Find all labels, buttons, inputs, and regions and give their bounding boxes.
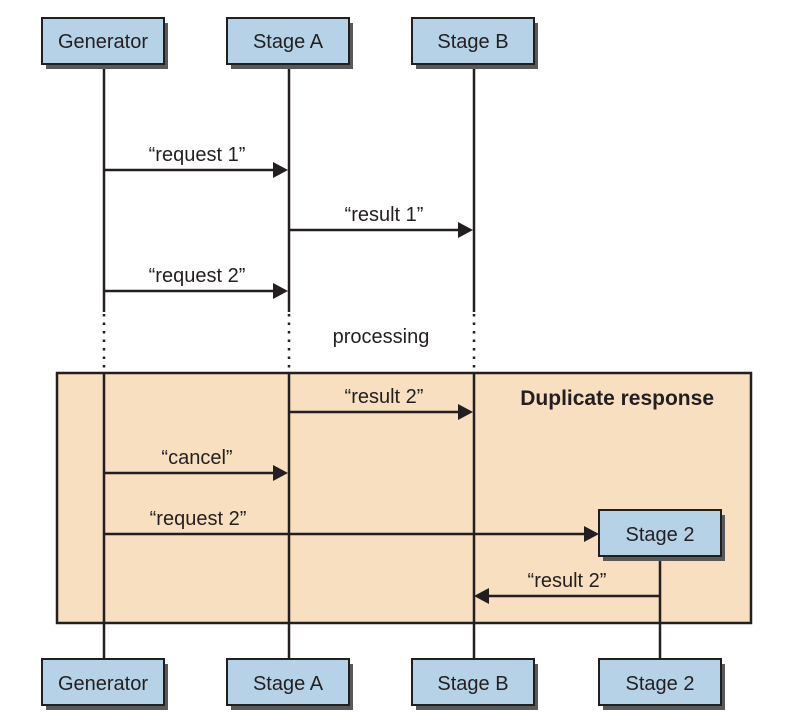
- participant-label: Stage B: [437, 31, 508, 53]
- message-label: “request 1”: [149, 144, 246, 166]
- arrowhead: [273, 162, 288, 178]
- participant-generator-bottom: Generator: [41, 658, 168, 710]
- message-label: “result 2”: [345, 386, 424, 408]
- message-label: “request 2”: [150, 508, 247, 530]
- arrowhead: [273, 283, 288, 299]
- message-result-2: “result 2”: [289, 386, 473, 420]
- message-request-1: “request 1”: [104, 144, 288, 178]
- message-request-2: “request 2”: [104, 265, 288, 299]
- participant-label: Stage A: [253, 31, 324, 53]
- message-cancel: “cancel”: [104, 447, 288, 481]
- message-label: “result 2”: [528, 570, 607, 592]
- message-result-2-stage-2: “result 2”: [474, 570, 660, 604]
- participant-label: Generator: [58, 673, 148, 695]
- duplicate-response-region: Duplicate response: [55, 371, 753, 625]
- region-title: Duplicate response: [520, 387, 714, 410]
- participant-label: Stage B: [437, 673, 508, 695]
- message-label: “result 1”: [345, 204, 424, 226]
- participant-stage-b-top: Stage B: [411, 17, 538, 69]
- message-label: “cancel”: [161, 447, 232, 469]
- participant-stage-2-inline: Stage 2: [598, 509, 725, 561]
- participant-stage-2-bottom: Stage 2: [598, 658, 725, 710]
- participant-label: Stage A: [253, 673, 324, 695]
- message-request-2-stage-2: “request 2”: [104, 508, 599, 542]
- arrowhead: [584, 526, 599, 542]
- participant-label: Stage 2: [626, 524, 695, 546]
- arrowhead: [458, 404, 473, 420]
- participant-stage-a-top: Stage A: [226, 17, 353, 69]
- processing-note: processing: [333, 326, 430, 348]
- participant-generator-top: Generator: [41, 17, 168, 69]
- lifelines: [102, 66, 662, 660]
- participant-stage-b-bottom: Stage B: [411, 658, 538, 710]
- participant-label: Generator: [58, 31, 148, 53]
- arrowhead: [458, 222, 473, 238]
- arrowhead: [474, 588, 489, 604]
- arrowhead: [273, 465, 288, 481]
- message-label: “request 2”: [149, 265, 246, 287]
- participant-label: Stage 2: [626, 673, 695, 695]
- message-result-1: “result 1”: [289, 204, 473, 238]
- participant-stage-a-bottom: Stage A: [226, 658, 353, 710]
